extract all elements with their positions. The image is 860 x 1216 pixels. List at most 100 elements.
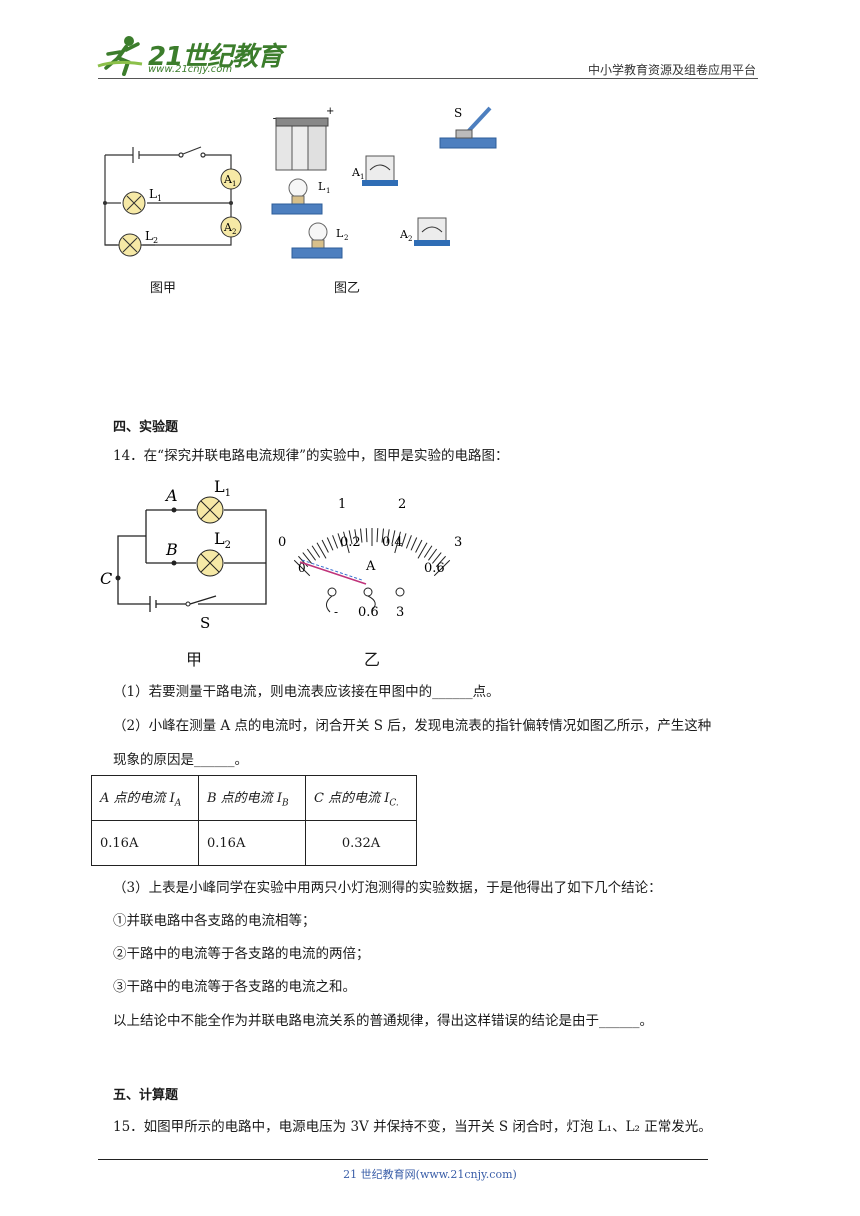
dial-tick xyxy=(348,530,353,545)
value-cell-c: 0.32A xyxy=(305,820,417,866)
dial-top-3: 3 xyxy=(454,535,462,550)
header-cell-b: B 点的电流 IB xyxy=(198,775,306,821)
dial-tick xyxy=(360,528,363,543)
dial-tick xyxy=(311,545,321,558)
table-row: 0.16A 0.16A 0.32A xyxy=(91,820,417,866)
dial-tick xyxy=(394,531,401,554)
dial-tick xyxy=(337,533,343,547)
footer-divider xyxy=(98,1159,708,1160)
dial-tick xyxy=(410,537,418,551)
dial-tick xyxy=(401,533,407,547)
switch-s-icon: S xyxy=(439,106,497,149)
dial-tick xyxy=(386,529,390,544)
svg-text:L: L xyxy=(336,227,344,240)
meter-terminals xyxy=(327,587,405,597)
sub-question-4: 以上结论中不能全作为并联电路电流关系的普通规律，得出这样错误的结论是由于____… xyxy=(113,1013,653,1029)
svg-text:+: + xyxy=(326,106,334,117)
header-divider xyxy=(98,78,758,79)
question-14: 14．在“探究并联电路电流规律”的实验中，图甲是实验的电路图： xyxy=(113,448,509,464)
label-l2: L2 xyxy=(145,229,158,245)
dial-ticks xyxy=(293,528,451,577)
section-title-calculation: 五、计算题 xyxy=(113,1088,179,1103)
battery-pack-icon: − + xyxy=(272,106,334,171)
components-figure-yi: − + L1 L2 A1 xyxy=(271,106,398,259)
logo-runner-icon xyxy=(97,36,143,76)
question-15: 15．如图甲所示的电路中，电源电压为 3V 并保持不变，当开关 S 闭合时，灯泡… xyxy=(113,1119,712,1135)
dial-tick xyxy=(417,542,428,559)
dial-tick xyxy=(405,535,412,549)
caption-tu-yi: 图乙 xyxy=(334,281,361,296)
circuit-diagram-jia-top: L1 L2 A1 A2 xyxy=(103,146,242,257)
label-s: S xyxy=(200,614,210,632)
svg-text:L: L xyxy=(318,180,326,193)
sub-question-1: （1）若要测量干路电流，则电流表应该接在甲图中的______点。 xyxy=(113,684,500,700)
label-c: C xyxy=(100,569,112,588)
conclusion-1: ①并联电路中各支路的电流相等； xyxy=(113,913,316,929)
dial-bottom-06: 0.6 xyxy=(424,561,445,576)
platform-name: 中小学教育资源及组卷应用平台 xyxy=(587,63,756,77)
svg-text:1: 1 xyxy=(360,173,364,181)
label-a: A xyxy=(164,486,178,505)
label-l1: L1 xyxy=(149,187,162,203)
current-data-table: A 点的电流 IA B 点的电流 IB C 点的电流 IC. 0.16A 0.1… xyxy=(91,775,417,866)
dial-tick xyxy=(343,531,350,554)
dial-top-2: 2 xyxy=(398,497,406,512)
logo-url: www.21cnjy.com xyxy=(148,64,233,75)
terminal-minus: - xyxy=(334,605,338,619)
dial-bottom-0: 0 xyxy=(298,561,306,575)
section-title-experiment: 四、实验题 xyxy=(113,420,179,435)
label-a2: A2 xyxy=(223,221,236,236)
caption-jia: 甲 xyxy=(186,650,203,669)
dial-tick xyxy=(354,529,358,544)
dial-tick xyxy=(433,559,451,577)
terminal-3: 3 xyxy=(396,605,404,620)
dial-tick xyxy=(376,528,379,543)
dial-tick xyxy=(428,548,438,561)
conclusion-2: ②干路中的电流等于各支路的电流的两倍； xyxy=(113,946,370,962)
circuit-diagram-jia: A B C S L1 L2 xyxy=(100,477,267,632)
footer-text: 21 世纪教育网(www.21cnjy.com) xyxy=(343,1168,517,1181)
dial-tick xyxy=(415,539,423,553)
svg-text:A: A xyxy=(351,166,361,179)
header-cell-c: C 点的电流 IC. xyxy=(305,775,417,821)
dial-tick xyxy=(298,555,309,567)
svg-text:A: A xyxy=(400,228,409,241)
conclusion-3: ③干路中的电流等于各支路的电流之和。 xyxy=(113,979,356,995)
dial-tick xyxy=(316,542,327,559)
svg-text:2: 2 xyxy=(344,234,348,242)
needle xyxy=(299,561,367,585)
logo-text: 21世纪教育 xyxy=(148,42,283,72)
svg-text:1: 1 xyxy=(326,187,330,195)
svg-text:S: S xyxy=(454,106,462,120)
dial-tick xyxy=(365,528,368,543)
svg-text:2: 2 xyxy=(408,235,412,243)
label-a1: A1 xyxy=(223,173,236,188)
dial-tick xyxy=(321,539,329,553)
dial-tick xyxy=(326,537,334,551)
dial-tick xyxy=(381,528,384,543)
terminal-06: 0.6 xyxy=(358,605,379,620)
ammeter-dial: 1 2 3 0 0 0.2 0.4 0.6 A - 0.6 3 xyxy=(278,497,462,620)
dial-top-1: 1 xyxy=(338,497,346,512)
sub-question-3: （3）上表是小峰同学在实验中用两只小灯泡测得的实验数据，于是他得出了如下几个结论… xyxy=(113,880,662,896)
table-header-row: A 点的电流 IA B 点的电流 IB C 点的电流 IC. xyxy=(91,775,417,821)
dial-tick xyxy=(423,545,433,558)
dial-tick xyxy=(293,559,311,577)
dial-unit: A xyxy=(365,559,376,574)
label-l2: L2 xyxy=(214,529,231,551)
dial-tick xyxy=(332,535,339,549)
label-l1: L1 xyxy=(214,477,231,499)
value-cell-b: 0.16A xyxy=(198,820,306,866)
value-cell-a: 0.16A xyxy=(91,820,199,866)
dial-tick xyxy=(302,552,312,564)
dial-tick xyxy=(432,552,442,564)
dial-bottom-04: 0.4 xyxy=(382,535,403,550)
dial-tick xyxy=(306,548,316,561)
dial-top-0: 0 xyxy=(278,535,286,550)
dial-bottom-02: 0.2 xyxy=(340,535,361,550)
caption-tu-jia: 图甲 xyxy=(150,281,177,296)
